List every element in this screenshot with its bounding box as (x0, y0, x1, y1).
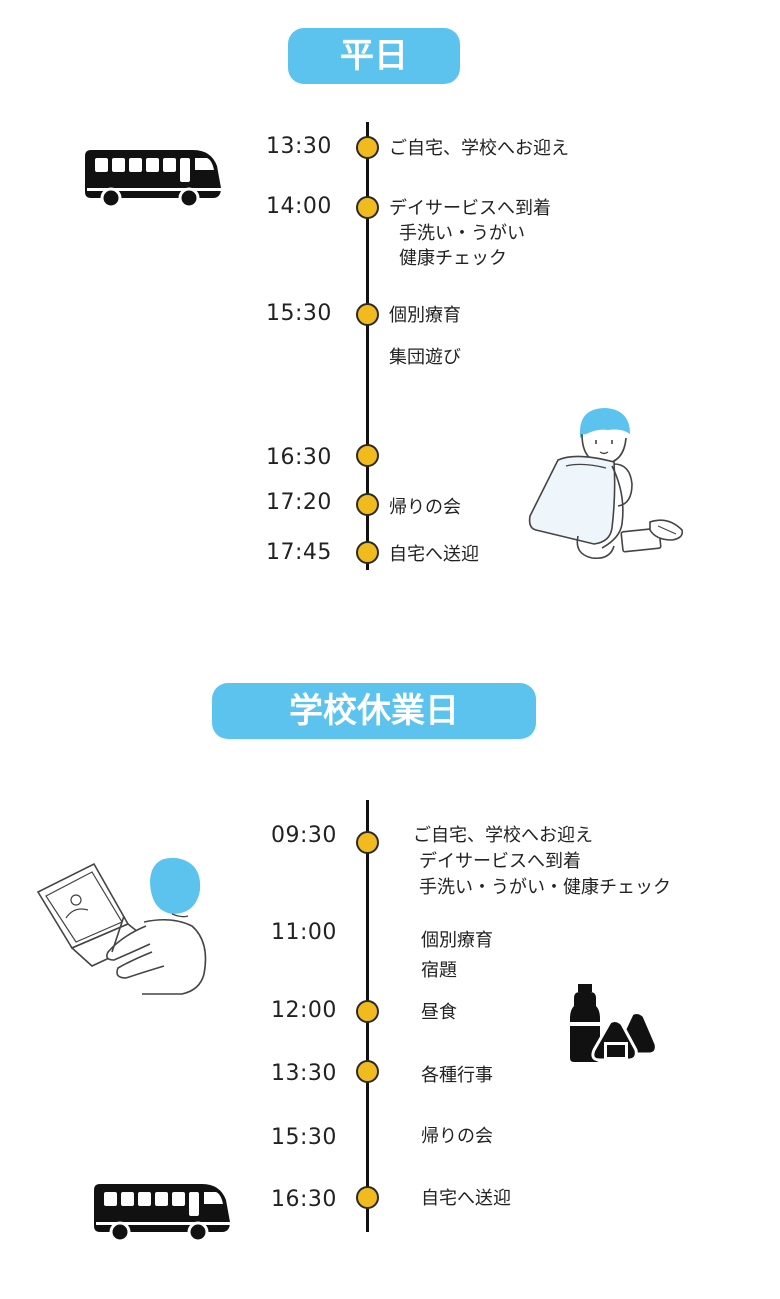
bus-icon (94, 1184, 230, 1242)
time-label: 16:30 (271, 1187, 337, 1212)
schedule-text: 自宅へ送迎 (389, 542, 479, 567)
timeline-dot (356, 1060, 379, 1083)
time-label: 13:30 (271, 1061, 337, 1086)
schedule-text: 帰りの会 (389, 495, 461, 520)
schedule-line: 宿題 (421, 960, 457, 981)
bus-icon (85, 150, 221, 208)
schedule-line: ご自宅、学校へお迎え (389, 138, 569, 159)
schedule-line: 自宅へ送迎 (421, 1188, 511, 1209)
schedule-text: 各種行事 (421, 1063, 493, 1088)
schedule-line: 帰りの会 (389, 497, 461, 518)
timeline-dot (356, 1000, 379, 1023)
timeline-dot (356, 541, 379, 564)
child-with-backpack-illustration (528, 408, 684, 560)
time-label: 11:00 (271, 920, 337, 945)
schedule-text: ご自宅、学校へお迎え デイサービスへ到着 手洗い・うがい・健康チェック (413, 823, 671, 901)
time-label: 12:00 (271, 998, 337, 1023)
timeline-dot (356, 196, 379, 219)
schedule-text: 集団遊び (389, 345, 461, 370)
time-label: 14:00 (266, 194, 332, 219)
time-label: 16:30 (266, 445, 332, 470)
time-label: 17:45 (266, 540, 332, 565)
weekday-timeline-line (366, 122, 369, 570)
schedule-text: 自宅へ送迎 (421, 1186, 511, 1211)
schedule-line: 帰りの会 (421, 1126, 493, 1147)
time-label: 15:30 (271, 1125, 337, 1150)
schedule-line: 個別療育 (389, 305, 461, 326)
timeline-dot (356, 831, 379, 854)
time-label: 13:30 (266, 134, 332, 159)
schedule-line: デイサービスへ到着 (389, 198, 551, 219)
schedule-line: デイサービスへ到着 (419, 851, 581, 872)
time-label: 09:30 (271, 823, 337, 848)
schedule-text: 昼食 (421, 1000, 457, 1025)
schedule-line: 各種行事 (421, 1065, 493, 1086)
time-label: 15:30 (266, 301, 332, 326)
schedule-line: 自宅へ送迎 (389, 544, 479, 565)
schedule-line: 昼食 (421, 1002, 457, 1023)
weekday-title-badge: 平日 (288, 28, 460, 84)
laptop-child-illustration (36, 857, 207, 995)
timeline-dot (356, 1186, 379, 1209)
holiday-title: 学校休業日 (289, 691, 459, 731)
schedule-line: 手洗い・うがい・健康チェック (419, 877, 671, 898)
schedule-text: 個別療育 宿題 (421, 926, 493, 986)
schedule-text: ご自宅、学校へお迎え (389, 136, 569, 161)
schedule-line: 集団遊び (389, 347, 461, 368)
timeline-dot (356, 444, 379, 467)
schedule-line: ご自宅、学校へお迎え (413, 825, 593, 846)
timeline-dot (356, 493, 379, 516)
lunch-icon (570, 984, 658, 1062)
holiday-title-badge: 学校休業日 (212, 683, 536, 739)
schedule-line: 手洗い・うがい (399, 223, 525, 244)
timeline-dot (356, 303, 379, 326)
schedule-line: 健康チェック (399, 248, 507, 269)
schedule-line: 個別療育 (421, 930, 493, 951)
schedule-text: 個別療育 (389, 303, 461, 328)
timeline-dot (356, 136, 379, 159)
time-label: 17:20 (266, 490, 332, 515)
weekday-title: 平日 (340, 36, 408, 76)
schedule-text: デイサービスへ到着 手洗い・うがい 健康チェック (389, 196, 551, 271)
schedule-text: 帰りの会 (421, 1124, 493, 1149)
